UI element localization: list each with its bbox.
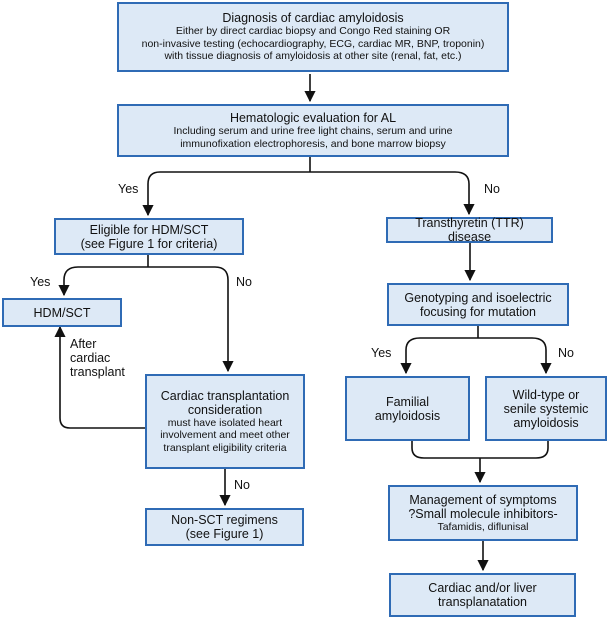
genotyping-line-2: focusing for mutation	[419, 304, 537, 319]
eligible-line-2: (see Figure 1 for criteria)	[80, 236, 218, 251]
hematologic-line-1: Including serum and urine free light cha…	[173, 125, 453, 137]
cardiac-tx-line-1: Cardiac transplantation	[160, 388, 290, 403]
hdm-sct-title: HDM/SCT	[33, 305, 91, 320]
wild-type-line-3: amyloidosis	[513, 415, 579, 430]
management-line-2: ?Small molecule inhibitors-	[408, 506, 558, 521]
edge-label-no-nonsct: No	[234, 478, 250, 492]
arrow-to-eligible	[142, 171, 161, 217]
line-genotyping-split	[420, 326, 532, 339]
arrow-to-hdm	[58, 266, 79, 297]
after-transplant-line-2: cardiac	[70, 351, 111, 365]
liver-tx-box: Cardiac and/or liver transplanatation	[389, 573, 576, 617]
edge-label-yes-familial: Yes	[371, 346, 392, 360]
management-line-1: Management of symptoms	[409, 492, 557, 507]
arrow-after-transplant	[54, 325, 145, 429]
cardiac-tx-line-2: consideration	[187, 402, 263, 417]
cardiac-tx-sub-1: must have isolated heart	[167, 416, 283, 429]
after-transplant-line-3: transplant	[70, 365, 125, 379]
non-sct-line-1: Non-SCT regimens	[171, 513, 278, 527]
cardiac-tx-box: Cardiac transplantation consideration mu…	[145, 374, 305, 469]
non-sct-line-2: (see Figure 1)	[185, 527, 264, 541]
hematologic-line-2: immunofixation electrophoresis, and bone…	[180, 137, 446, 150]
familial-box: Familial amyloidosis	[345, 376, 470, 441]
familial-line-2: amyloidosis	[374, 408, 441, 423]
arrow-to-wild-type	[531, 337, 552, 375]
edge-label-after-transplant: After cardiac transplant	[70, 337, 125, 379]
cardiac-tx-sub-3: transplant eligibility criteria	[163, 441, 287, 454]
cardiac-tx-sub-2: involvement and meet other	[160, 429, 290, 442]
management-sub-1: Tafamidis, diflunisal	[437, 520, 529, 533]
liver-tx-line-2: transplanatation	[438, 595, 527, 609]
diagnosis-title: Diagnosis of cardiac amyloidosis	[222, 11, 404, 26]
hdm-sct-box: HDM/SCT	[2, 298, 122, 327]
diagnosis-line-3: with tissue diagnosis of amyloidosis at …	[164, 50, 462, 63]
line-eligible-split	[78, 255, 215, 268]
edge-label-no-right: No	[484, 182, 500, 196]
liver-tx-line-1: Cardiac and/or liver	[428, 581, 537, 595]
wild-type-line-2: senile systemic	[503, 401, 589, 416]
genotyping-box: Genotyping and isoelectric focusing for …	[387, 283, 569, 326]
hematologic-box: Hematologic evaluation for AL Including …	[117, 104, 509, 157]
edge-label-yes-hdm: Yes	[30, 275, 51, 289]
after-transplant-line-1: After	[70, 337, 97, 351]
line-merge	[411, 441, 549, 482]
eligible-line-1: Eligible for HDM/SCT	[89, 222, 209, 237]
eligible-box: Eligible for HDM/SCT (see Figure 1 for c…	[54, 218, 244, 255]
arrow-to-familial	[400, 337, 421, 375]
diagnosis-box: Diagnosis of cardiac amyloidosis Either …	[117, 2, 509, 72]
wild-type-box: Wild-type or senile systemic amyloidosis	[485, 376, 607, 441]
diagnosis-line-2: non-invasive testing (echocardiography, …	[141, 37, 485, 50]
arrow-to-ttr	[454, 171, 475, 216]
edge-label-no-cardiac: No	[236, 275, 252, 289]
line-hematologic-split	[160, 157, 455, 173]
ttr-box: Transthyretin (TTR) disease	[386, 216, 553, 244]
hematologic-title: Hematologic evaluation for AL	[229, 111, 397, 125]
genotyping-line-1: Genotyping and isoelectric	[404, 290, 552, 305]
non-sct-box: Non-SCT regimens (see Figure 1)	[145, 508, 304, 546]
management-box: Management of symptoms ?Small molecule i…	[388, 485, 578, 541]
familial-line-1: Familial	[385, 394, 430, 409]
edge-label-yes-left: Yes	[118, 182, 139, 196]
edge-label-no-wild: No	[558, 346, 574, 360]
diagnosis-line-1: Either by direct cardiac biopsy and Cong…	[175, 25, 451, 38]
ttr-title: Transthyretin (TTR) disease	[415, 216, 524, 244]
wild-type-line-1: Wild-type or	[512, 387, 580, 402]
arrow-to-cardiac-tx	[214, 266, 234, 373]
